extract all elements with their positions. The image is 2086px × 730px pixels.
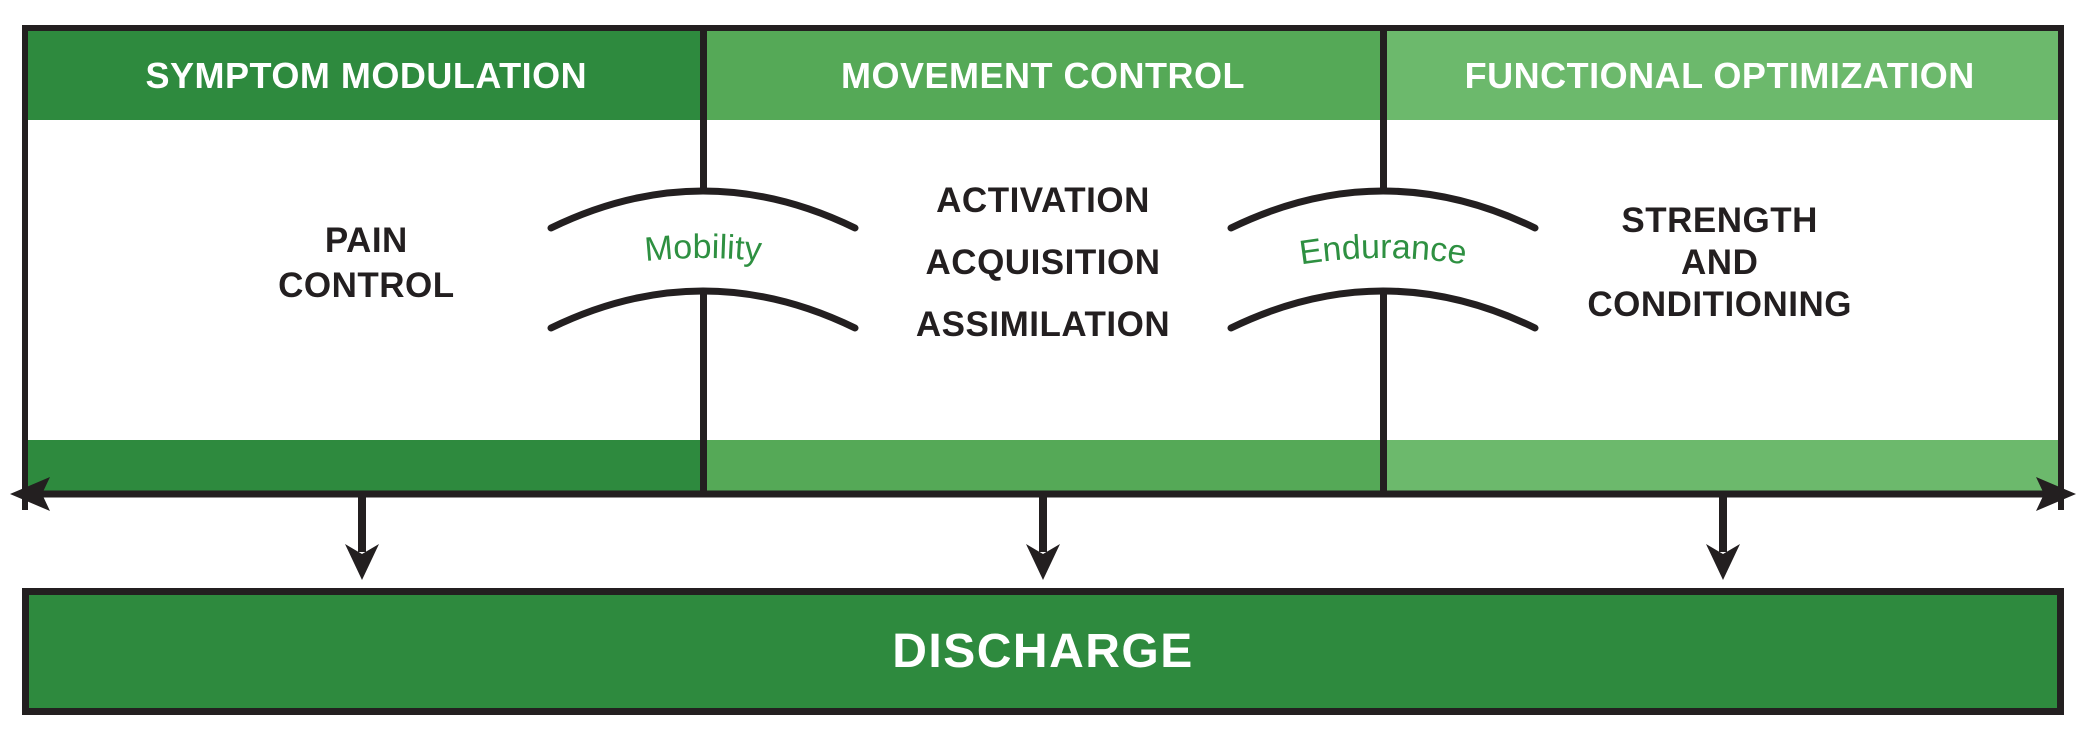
phase-content-row: PAIN CONTROL ACTIVATION ACQUISITION ASSI… xyxy=(28,120,2058,440)
phase3-line3: CONDITIONING xyxy=(1587,285,1852,324)
phase3-line1: STRENGTH xyxy=(1621,201,1818,240)
phase-header-movement-control: MOVEMENT CONTROL xyxy=(704,31,1382,120)
endurance-transition-arcs: Endurance xyxy=(1227,187,1539,332)
phase-header-symptom-modulation: SYMPTOM MODULATION xyxy=(28,31,705,120)
right-arrowhead-icon xyxy=(2036,477,2076,511)
mobility-transition-arcs: Mobility xyxy=(547,187,859,332)
left-arrowhead-icon xyxy=(10,477,50,511)
phase2-line3: ASSIMILATION xyxy=(915,305,1171,344)
phase2-line2: ACQUISITION xyxy=(925,243,1161,282)
phase-bottom-band-row xyxy=(28,440,2059,494)
mobility-label: Mobility xyxy=(643,228,763,269)
phase-content-activation: ACTIVATION ACQUISITION ASSIMILATION xyxy=(705,120,1382,440)
endurance-label-text: Endurance xyxy=(1297,228,1469,272)
phase3-line2: AND xyxy=(1681,243,1759,282)
endurance-label: Endurance xyxy=(1297,228,1469,272)
down-arrow-3-icon xyxy=(1706,496,1740,580)
phase-content-pain-control: PAIN CONTROL xyxy=(28,120,705,440)
phase2-line1: ACTIVATION xyxy=(936,181,1150,220)
phase1-line1: PAIN xyxy=(324,221,408,260)
phase1-line2: CONTROL xyxy=(278,266,455,305)
discharge-bar: DISCHARGE xyxy=(22,588,2064,715)
phase2-bottom-band xyxy=(704,440,1382,494)
mobility-label-text: Mobility xyxy=(643,228,763,269)
phase-content-strength: STRENGTH AND CONDITIONING xyxy=(1381,120,2058,440)
phase3-bottom-band xyxy=(1381,440,2059,494)
down-arrow-1-icon xyxy=(345,496,379,580)
down-arrow-2-icon xyxy=(1026,496,1060,580)
phase-header-row: SYMPTOM MODULATION MOVEMENT CONTROL FUNC… xyxy=(28,31,2059,120)
discharge-label: DISCHARGE xyxy=(892,625,1194,678)
phase-header-functional-optimization: FUNCTIONAL OPTIMIZATION xyxy=(1381,31,2059,120)
continuum-double-arrow xyxy=(10,477,2076,511)
phases-container: SYMPTOM MODULATION MOVEMENT CONTROL FUNC… xyxy=(22,25,2064,510)
phase1-bottom-band xyxy=(28,440,705,494)
